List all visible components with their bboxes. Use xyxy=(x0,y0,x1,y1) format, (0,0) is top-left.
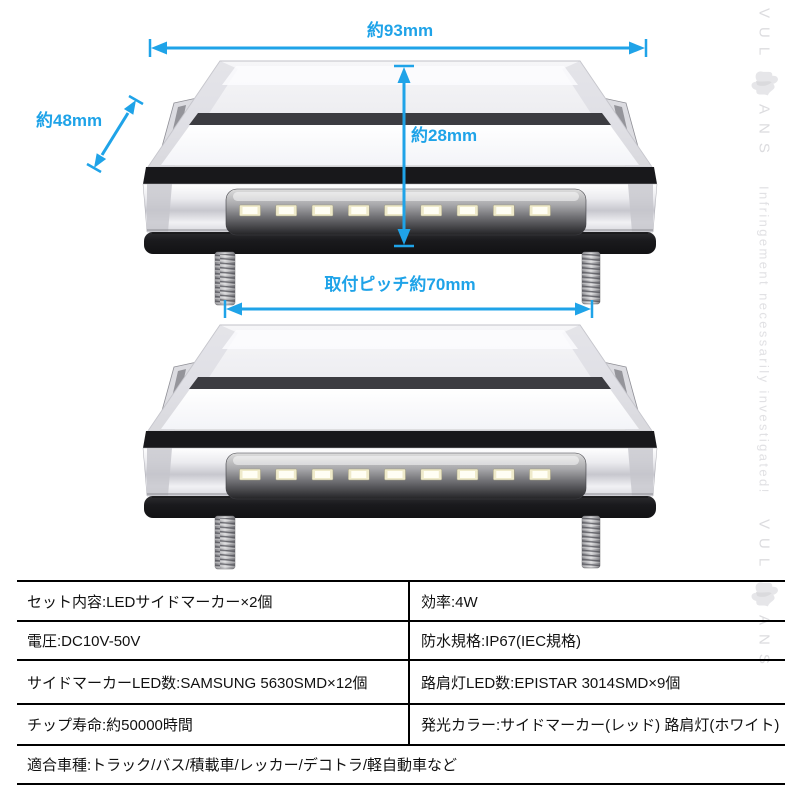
watermark-brand-text: VUL xyxy=(755,8,773,65)
spec-marker-led-count: サイドマーカーLED数:SAMSUNG 5630SMD×12個 xyxy=(17,661,410,703)
vulcans-logo-icon xyxy=(751,582,778,607)
watermark-brand-text: ANS xyxy=(755,614,773,673)
height-dimension-label: 約28mm xyxy=(411,126,478,145)
spec-waterproof: 防水規格:IP67(IEC規格) xyxy=(421,633,582,650)
table-row: 適合車種:トラック/バス/積載車/レッカー/デコトラ/軽自動車など xyxy=(17,746,785,785)
spec-chip-life: チップ寿命:約50000時間 xyxy=(17,705,410,744)
pitch-dimension-label: 取付ピッチ約70mm xyxy=(324,275,476,294)
spec-compatible-vehicles: 適合車種:トラック/バス/積載車/レッカー/デコトラ/軽自動車など xyxy=(27,757,458,774)
height-dimension-arrow xyxy=(394,64,414,248)
table-row: 電圧:DC10V-50V 防水規格:IP67(IEC規格) xyxy=(17,622,785,661)
spec-light-color: 発光カラー:サイドマーカー(レッド) 路肩灯(ホワイト) xyxy=(421,717,780,734)
table-row: チップ寿命:約50000時間 発光カラー:サイドマーカー(レッド) 路肩灯(ホワ… xyxy=(17,705,785,746)
table-row: セット内容:LEDサイドマーカー×2個 効率:4W xyxy=(17,582,785,622)
watermark-brand-text: ANS xyxy=(755,104,773,163)
vulcans-logo-icon xyxy=(751,71,778,96)
spec-shoulder-led-count: 路肩灯LED数:EPISTAR 3014SMD×9個 xyxy=(421,674,681,692)
depth-dimension-arrow xyxy=(86,94,144,174)
spec-set-contents: セット内容:LEDサイドマーカー×2個 xyxy=(17,582,410,620)
watermark-brand-text: VUL xyxy=(755,518,773,575)
depth-dimension-label: 約48mm xyxy=(36,111,103,130)
width-dimension-arrow xyxy=(148,39,648,57)
lamp-bottom xyxy=(142,324,658,570)
watermark-notice-text: Infringement necessarily investigated! xyxy=(756,186,772,495)
spec-voltage: 電圧:DC10V-50V xyxy=(17,622,410,659)
table-row: サイドマーカーLED数:SAMSUNG 5630SMD×12個 路肩灯LED数:… xyxy=(17,661,785,705)
spec-power: 効率:4W xyxy=(421,593,478,611)
width-dimension-label: 約93mm xyxy=(366,21,434,40)
watermark: VUL ANS Infringement necessarily investi… xyxy=(748,8,780,792)
pitch-dimension-arrow xyxy=(223,300,594,318)
spec-table: セット内容:LEDサイドマーカー×2個 効率:4W 電圧:DC10V-50V 防… xyxy=(17,580,785,785)
